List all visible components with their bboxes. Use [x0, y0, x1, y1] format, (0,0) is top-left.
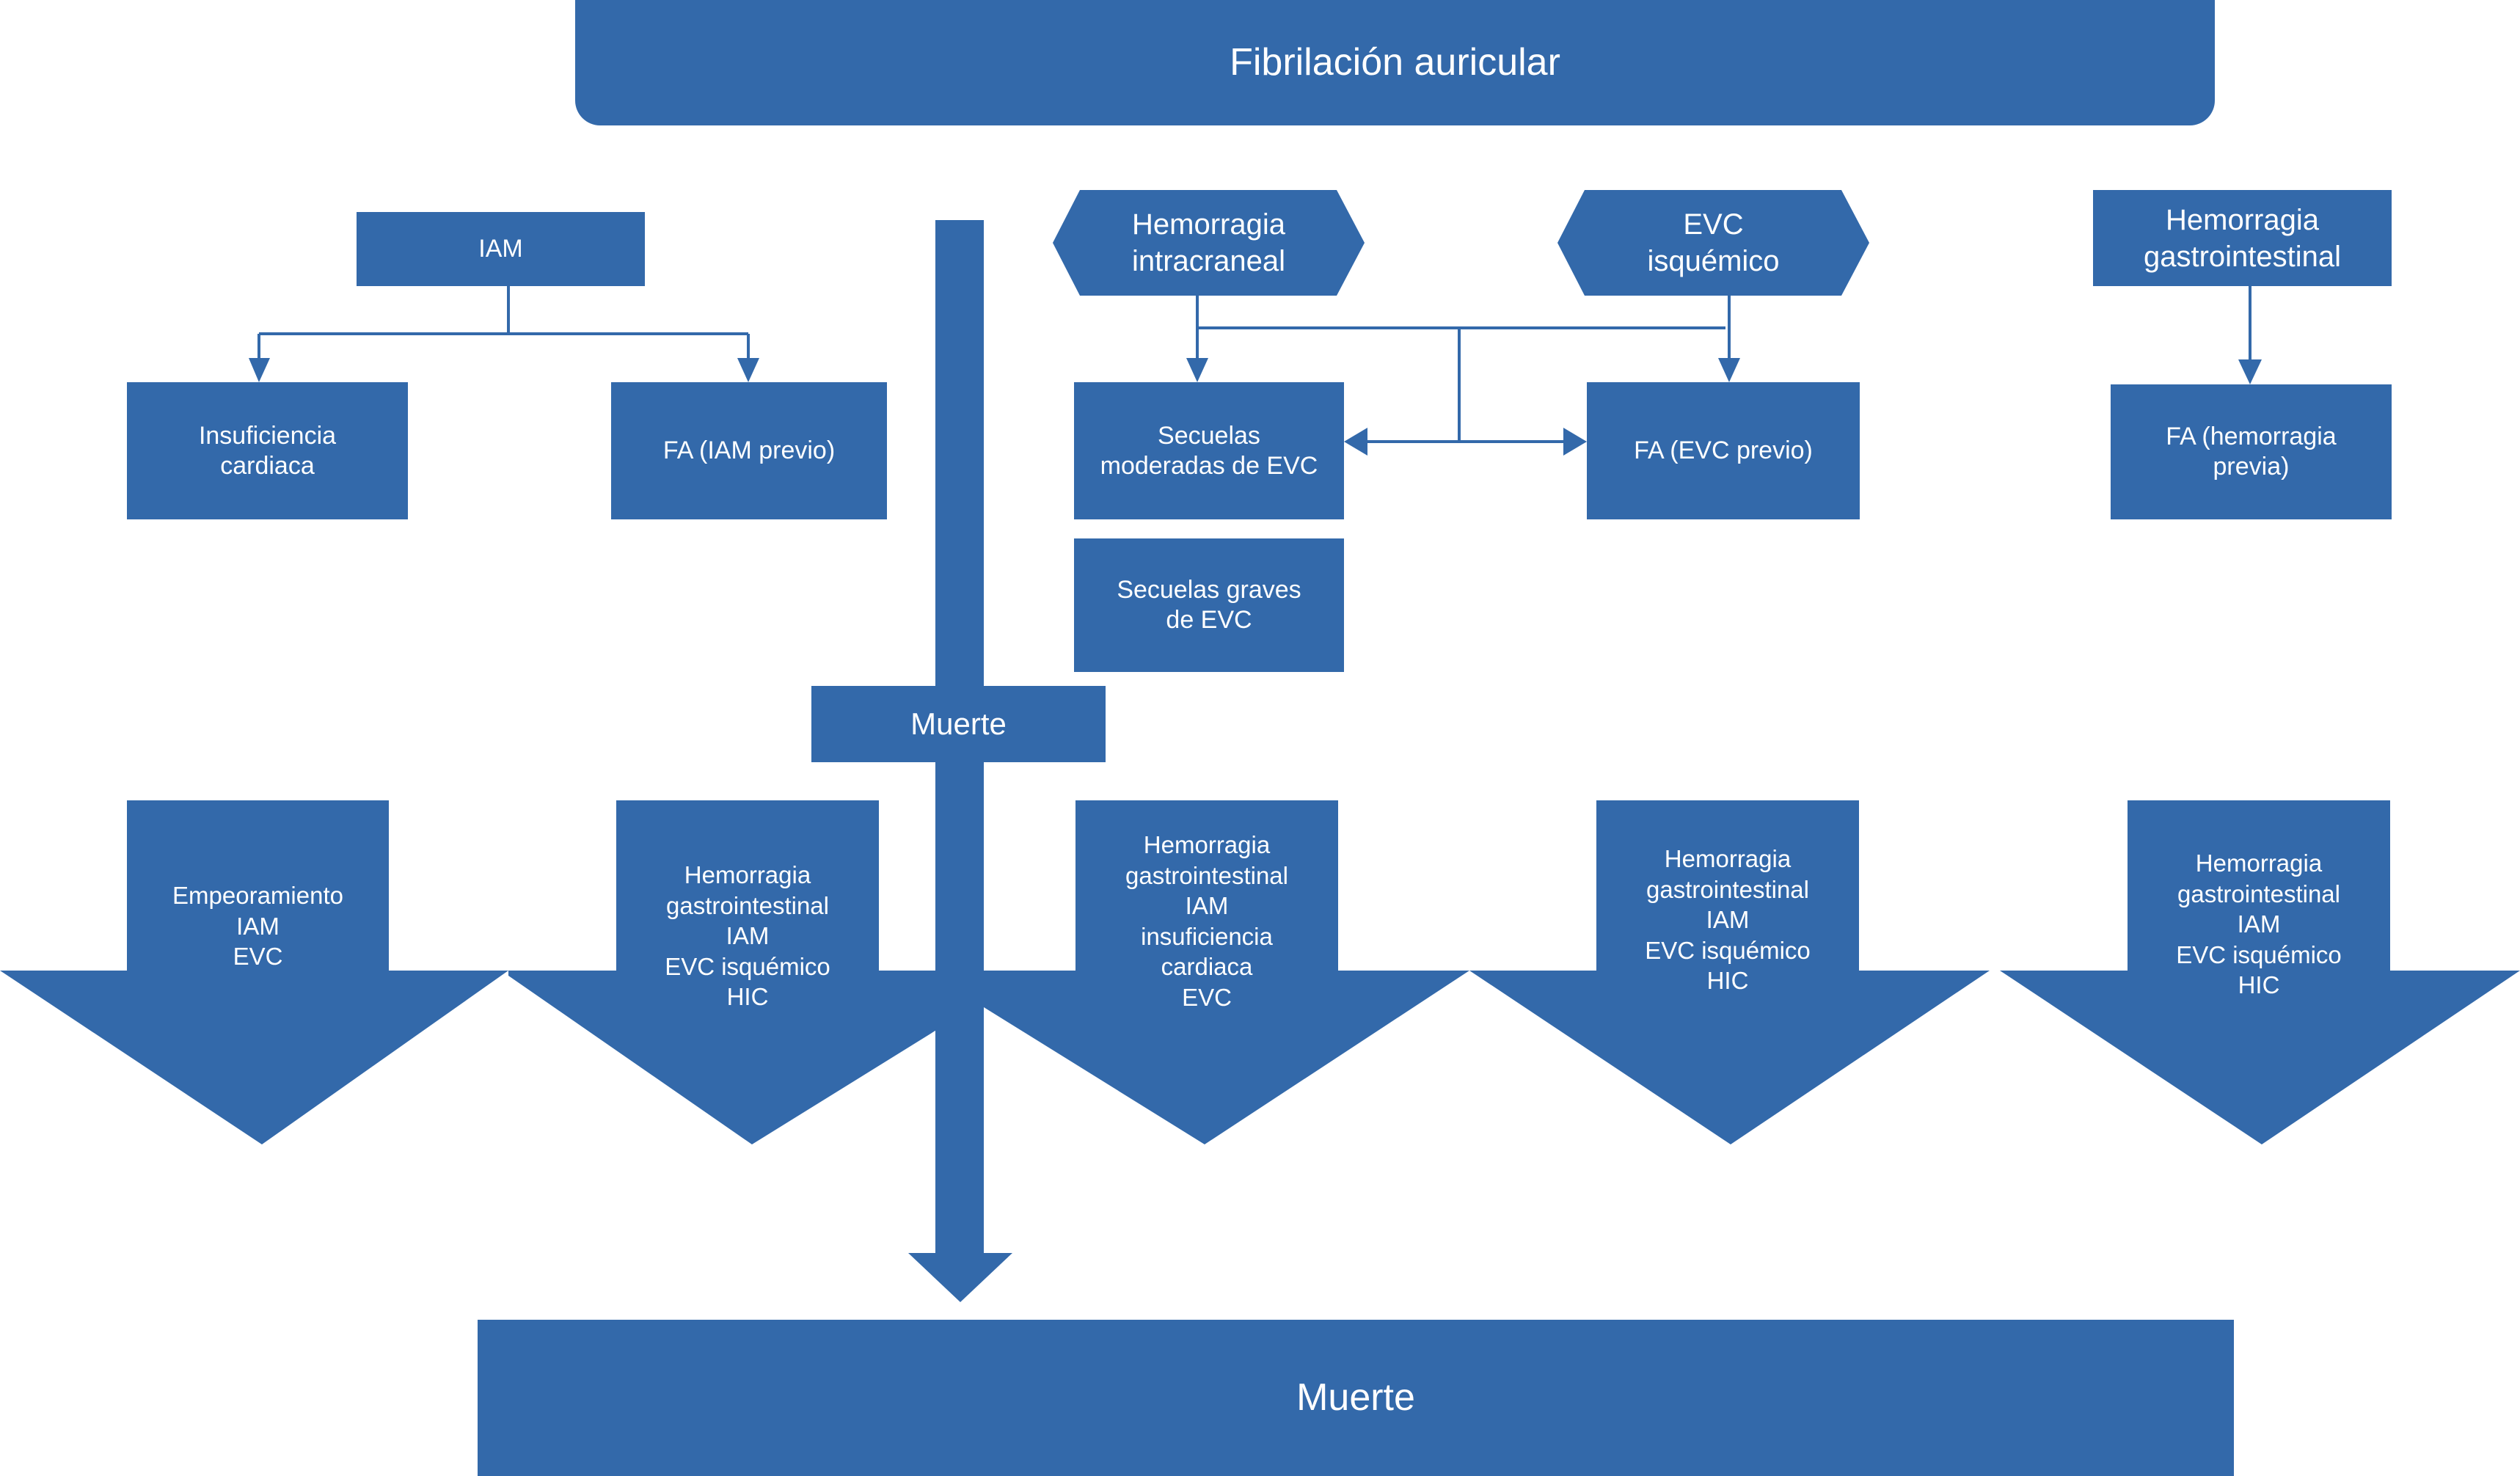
node-secuelas-moderadas-label: Secuelas moderadas de EVC: [1100, 421, 1318, 480]
down-arrow-1: [0, 800, 508, 1144]
node-fa-hemorragia-previa-label: FA (hemorragia previa): [2166, 423, 2337, 481]
node-fa-iam-previo: FA (IAM previo): [611, 382, 887, 519]
node-muerte-intermediate: Muerte: [811, 686, 1106, 762]
arrowhead-secuelas-left: [1344, 428, 1367, 456]
arrowhead-fa-hemorragia: [2238, 359, 2262, 384]
down-arrow-2: [508, 800, 941, 1144]
node-muerte-final-label: Muerte: [1296, 1376, 1415, 1420]
down-arrow-1-text: Empeoramiento IAM EVC: [127, 880, 389, 1027]
arrowhead-fa-iam: [737, 358, 759, 382]
arrowhead-insuficiencia: [249, 358, 270, 382]
node-evc-isquemico-label: EVC isquémico: [1647, 208, 1780, 277]
down-arrow-4-label: Hemorragia gastrointestinal IAM EVC isqu…: [1645, 845, 1811, 995]
arrowhead-secuelas-mod: [1186, 358, 1208, 382]
hex-hemorragia-intracraneal: [1053, 190, 1365, 296]
down-arrow-2-text: Hemorragia gastrointestinal IAM EVC isqu…: [616, 860, 879, 1051]
down-arrow-2-label: Hemorragia gastrointestinal IAM EVC isqu…: [665, 861, 830, 1011]
node-secuelas-moderadas: Secuelas moderadas de EVC: [1074, 382, 1344, 519]
node-fa-iam-previo-label: FA (IAM previo): [662, 436, 836, 465]
node-fa-evc-previo-label: FA (EVC previo): [1634, 436, 1813, 465]
title-fibrilacion-auricular: Fibrilación auricular: [575, 0, 2215, 125]
down-arrow-3: [984, 800, 1469, 1144]
hex-evc-isquemico: [1557, 190, 1869, 296]
node-muerte-intermediate-label: Muerte: [910, 706, 1007, 741]
down-arrow-3-text: Hemorragia gastrointestinal IAM insufici…: [1075, 830, 1338, 1050]
down-arrow-5: [2000, 800, 2520, 1144]
node-iam: IAM: [357, 212, 645, 286]
node-iam-label: IAM: [478, 235, 523, 263]
node-hemorragia-gastrointestinal-label: Hemorragia gastrointestinal: [2143, 203, 2342, 273]
node-evc-isquemico: EVC isquémico: [1557, 190, 1869, 296]
node-fa-evc-previo: FA (EVC previo): [1587, 382, 1860, 519]
down-arrow-4-text: Hemorragia gastrointestinal IAM EVC isqu…: [1596, 844, 1859, 1034]
node-hemorragia-gastrointestinal: Hemorragia gastrointestinal: [2093, 190, 2392, 286]
central-arrow-head: [908, 1253, 1012, 1302]
node-hemorragia-intracraneal-label: Hemorragia intracraneal: [1131, 208, 1285, 277]
node-fa-hemorragia-previa: FA (hemorragia previa): [2111, 384, 2392, 519]
node-muerte-final: Muerte: [478, 1320, 2234, 1476]
node-insuficiencia-cardiaca-label: Insuficiencia cardiaca: [198, 421, 337, 480]
node-secuelas-graves: Secuelas graves de EVC: [1074, 538, 1344, 672]
arrowhead-fa-evc-right: [1563, 428, 1587, 456]
down-arrow-1-label: Empeoramiento IAM EVC: [172, 882, 343, 971]
title-label: Fibrilación auricular: [1230, 41, 1560, 84]
down-arrow-5-text: Hemorragia gastrointestinal IAM EVC isqu…: [2128, 848, 2390, 1039]
node-secuelas-graves-label: Secuelas graves de EVC: [1117, 576, 1301, 634]
down-arrow-5-label: Hemorragia gastrointestinal IAM EVC isqu…: [2176, 850, 2342, 999]
arrowhead-fa-evc: [1718, 358, 1740, 382]
down-arrow-4: [1469, 800, 1990, 1144]
down-arrow-3-label: Hemorragia gastrointestinal IAM insufici…: [1125, 831, 1288, 1011]
node-hemorragia-intracraneal: Hemorragia intracraneal: [1053, 190, 1365, 296]
node-insuficiencia-cardiaca: Insuficiencia cardiaca: [127, 382, 408, 519]
